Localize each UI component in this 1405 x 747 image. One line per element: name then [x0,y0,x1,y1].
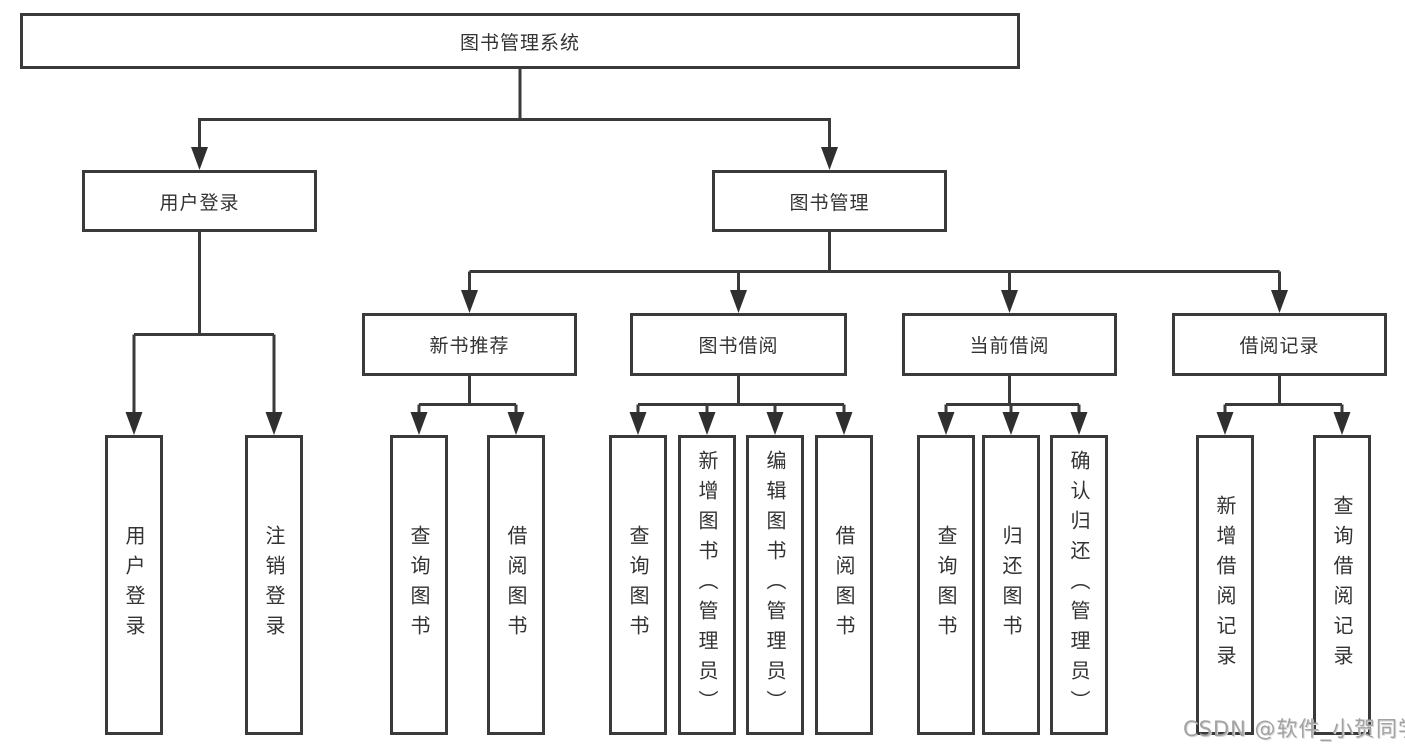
node-user-login: 用户登录 [82,170,317,232]
leaf-borrow-books-1: 借阅图书 [487,435,545,735]
edge-new-books-to-leaves [417,376,518,416]
leaf-edit-books-admin: 编辑图书（管理员） [746,435,804,735]
arrow-down-icons-book-borrow-leaves [629,412,853,435]
arrow-down-icons-borrow-records-leaves [1216,412,1351,435]
node-current-borrow: 当前借阅 [902,313,1117,376]
edge-root-to-level2 [198,68,831,150]
leaf-query-books-1: 查询图书 [390,435,448,735]
edge-current-borrow-to-leaves [944,376,1081,416]
leaf-user-login: 用户登录 [105,435,163,735]
leaf-query-books-2: 查询图书 [609,435,667,735]
node-book-borrow: 图书借阅 [630,313,847,376]
csdn-watermark: CSDN @软件_小贺同学 [1183,717,1405,741]
leaf-add-borrow-record: 新增借阅记录 [1196,435,1254,735]
leaf-confirm-return-admin: 确认归还（管理员） [1050,435,1108,735]
edge-borrow-records-to-leaves [1223,376,1344,416]
node-new-book-recommend: 新书推荐 [362,313,577,376]
node-root-system: 图书管理系统 [20,13,1020,69]
leaf-query-borrow-record: 查询借阅记录 [1313,435,1371,735]
edge-user-login-to-leaves [132,232,276,416]
leaf-logout: 注销登录 [245,435,303,735]
arrow-down-icons-level2 [191,147,838,170]
leaf-add-books-admin: 新增图书（管理员） [678,435,736,735]
node-borrow-records: 借阅记录 [1172,313,1387,376]
arrow-down-icons-new-books-leaves [410,412,525,435]
arrow-down-icons-level3 [461,290,1288,313]
node-book-management: 图书管理 [712,170,947,232]
edge-book-borrow-to-leaves [636,376,846,416]
leaf-query-books-3: 查询图书 [917,435,975,735]
arrow-down-icons-user-login-leaves [125,412,283,435]
arrow-down-icons-current-borrow-leaves [937,412,1088,435]
edge-book-mgmt-to-level3 [468,232,1281,294]
leaf-return-books: 归还图书 [982,435,1040,735]
leaf-borrow-books-2: 借阅图书 [815,435,873,735]
